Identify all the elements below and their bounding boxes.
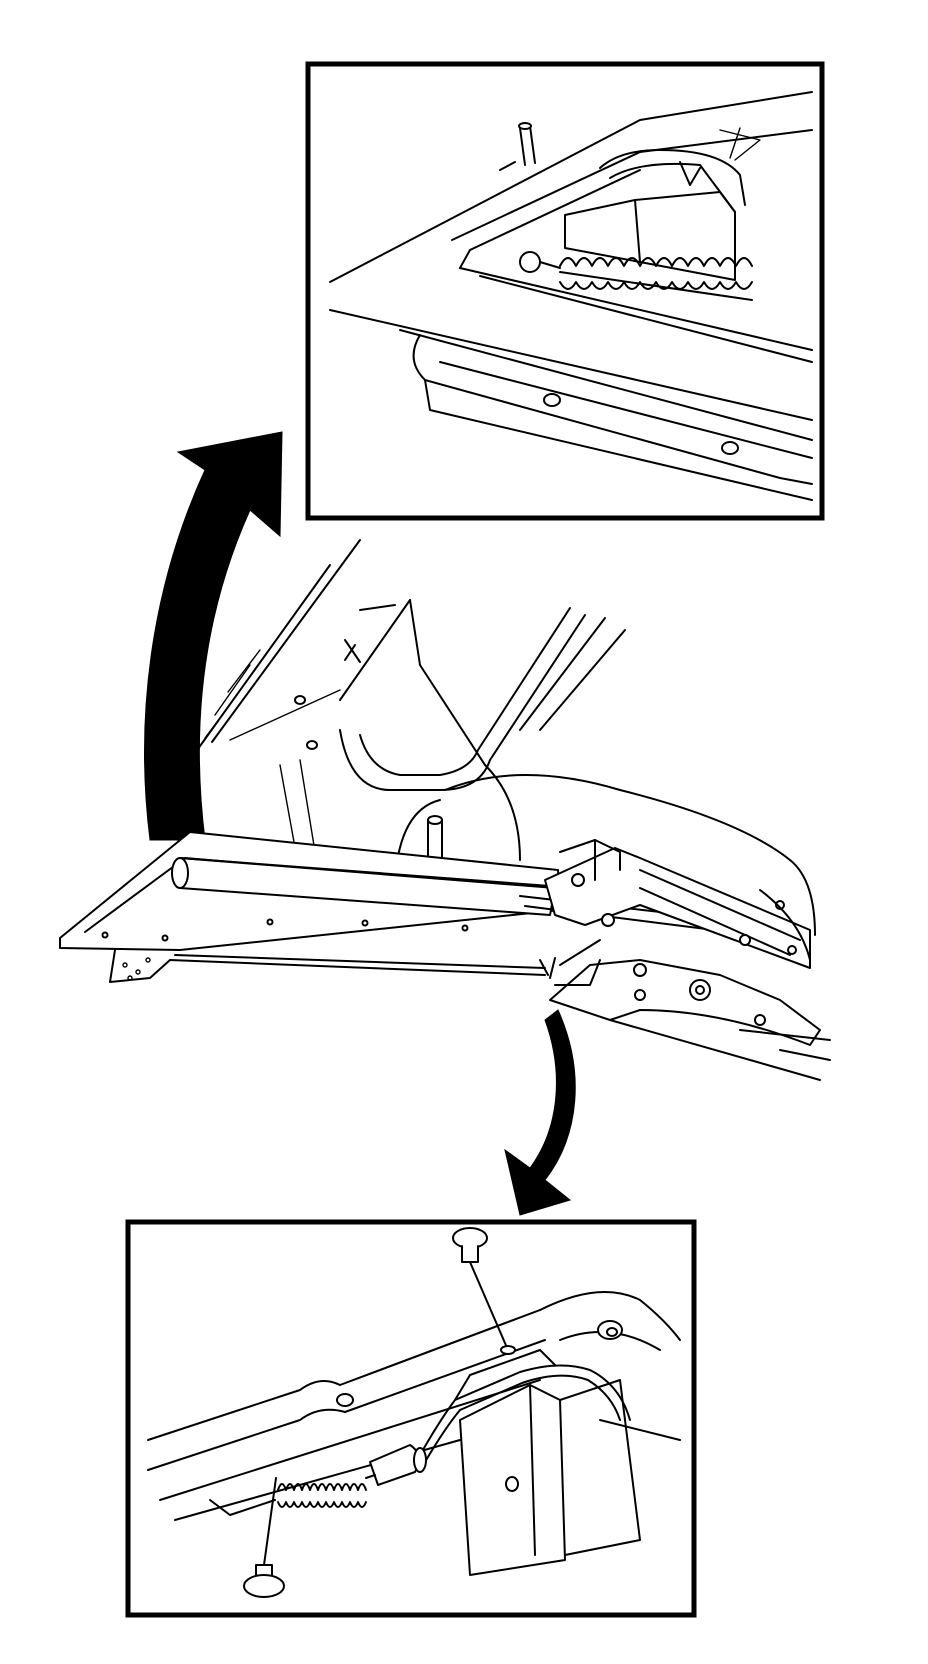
lower-detail-frame bbox=[125, 1219, 697, 1618]
upper-spring bbox=[519, 251, 753, 301]
lower-detail-inset bbox=[125, 1219, 697, 1618]
lower-spring bbox=[277, 1444, 427, 1508]
upper-detail-frame bbox=[305, 61, 825, 521]
main-assembly bbox=[59, 539, 831, 1081]
upper-screw-icon bbox=[452, 1227, 516, 1355]
hinge-bracket bbox=[544, 839, 811, 969]
upper-detail-inset bbox=[305, 61, 825, 521]
upper-detail-drawing bbox=[329, 91, 813, 501]
hinge-plate bbox=[549, 939, 831, 1081]
lower-screw-icon bbox=[243, 1477, 285, 1598]
lower-detail-drawing bbox=[147, 1227, 681, 1598]
arrow-to-upper bbox=[144, 431, 283, 841]
arrow-to-lower bbox=[504, 1009, 576, 1216]
